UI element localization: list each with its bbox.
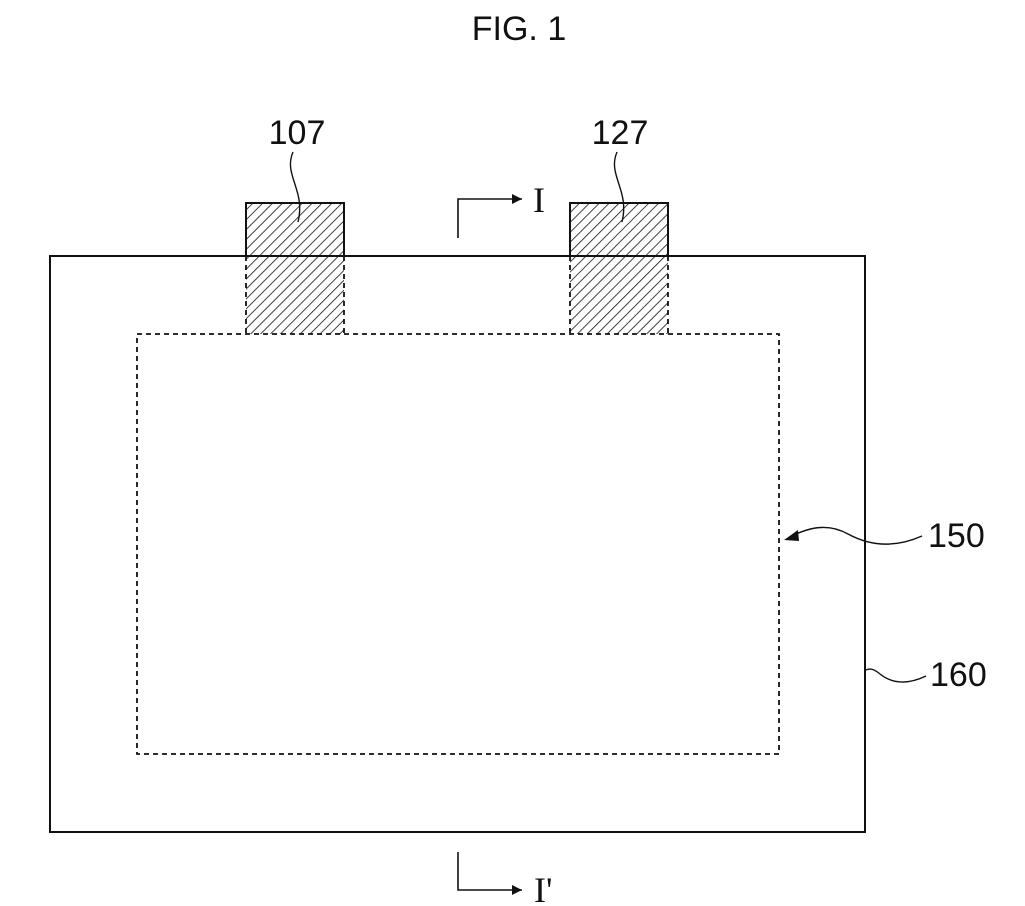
case-outline — [50, 256, 865, 832]
electrode-assembly-outline — [137, 334, 779, 754]
tab-right-hatch — [570, 203, 668, 334]
label-107: 107 — [269, 114, 326, 152]
tab-left — [246, 203, 344, 334]
section-marker-top: I — [458, 180, 545, 238]
label-150: 150 — [928, 517, 985, 555]
leader-150-arrowhead — [784, 530, 799, 541]
leader-160 — [866, 669, 926, 682]
section-arrowhead-top — [512, 194, 522, 204]
label-127: 127 — [592, 114, 649, 152]
section-arrow-bottom — [458, 852, 522, 890]
section-label-bottom: I' — [534, 870, 552, 906]
section-label-top: I — [533, 180, 545, 220]
figure-title: FIG. 1 — [472, 10, 566, 48]
tab-right — [570, 203, 668, 334]
tab-left-hatch — [246, 203, 344, 334]
section-marker-bottom: I' — [458, 852, 552, 906]
leader-150 — [792, 527, 922, 544]
label-160: 160 — [930, 656, 987, 694]
section-arrowhead-bottom — [512, 885, 522, 895]
section-arrow-top — [458, 199, 522, 238]
